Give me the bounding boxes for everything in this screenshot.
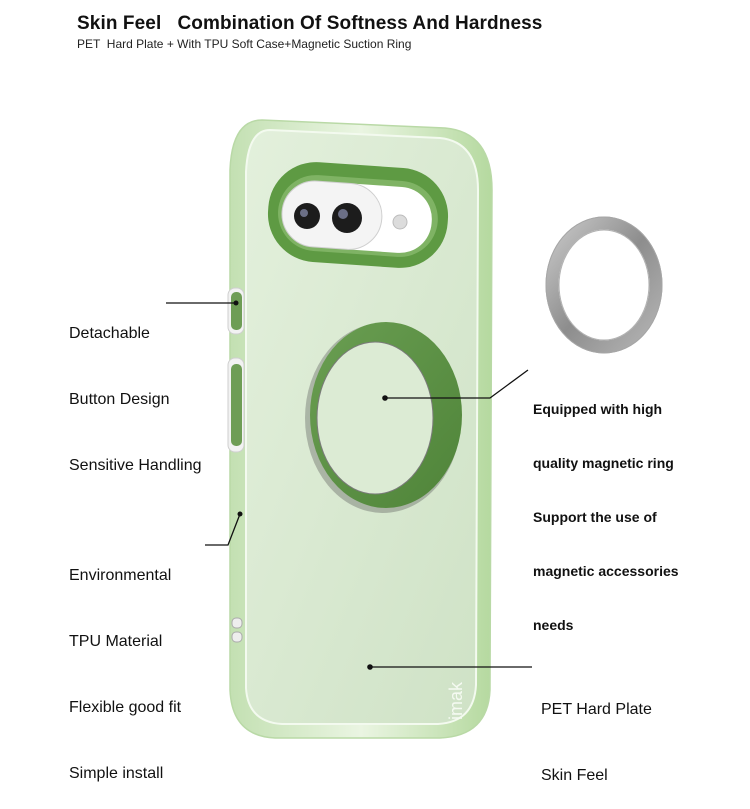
callout-lines xyxy=(166,302,532,668)
callout-button: Detachable Button Design Sensitive Handl… xyxy=(69,325,202,474)
callout-pet: PET Hard Plate Skin Feel xyxy=(541,701,652,784)
camera-lens-icon xyxy=(332,203,362,233)
camera-lens-icon xyxy=(294,203,320,229)
magsafe-ring xyxy=(305,322,462,513)
callout-magnetic: Equipped with high quality magnetic ring… xyxy=(533,401,679,633)
brand-logo: imak xyxy=(446,681,466,720)
callout-tpu: Environmental TPU Material Flexible good… xyxy=(69,567,182,782)
page-title: Skin Feel Combination Of Softness And Ha… xyxy=(77,13,543,34)
magnetic-ring-icon xyxy=(545,216,663,354)
side-buttons xyxy=(227,287,245,643)
page-subtitle: PET Hard Plate + With TPU Soft Case+Magn… xyxy=(77,37,412,51)
flash-icon xyxy=(392,214,408,230)
product-illustration: imak xyxy=(166,119,663,739)
camera-module xyxy=(267,162,449,268)
callout-dots xyxy=(233,300,388,670)
